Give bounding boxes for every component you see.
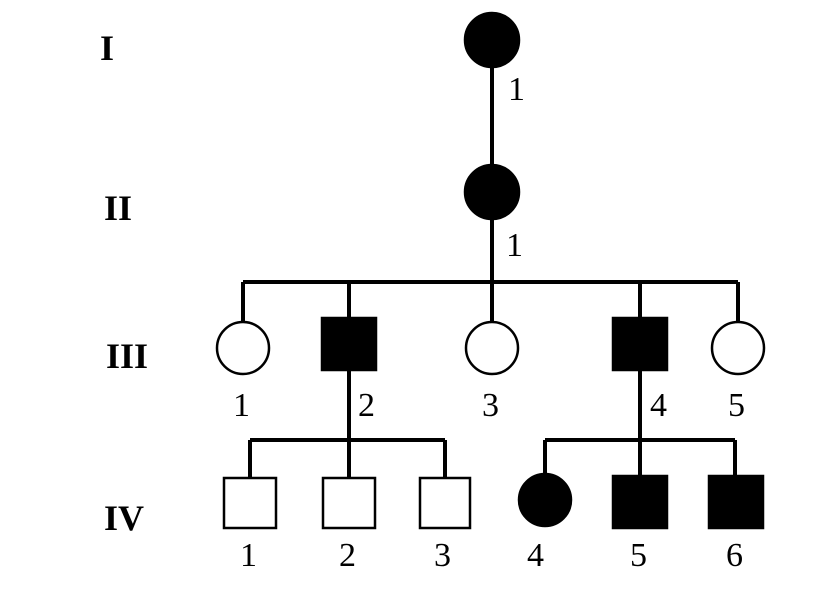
individual-III-1 [215, 320, 271, 376]
individual-numbers: 1 1 1 2 3 4 5 1 2 3 4 5 6 [233, 71, 745, 574]
number-IV-1: 1 [240, 537, 257, 574]
generation-label-II: II [104, 188, 132, 228]
individual-I-1 [463, 11, 521, 69]
number-IV-6: 6 [726, 537, 743, 574]
individual-IV-1 [222, 476, 278, 530]
number-IV-2: 2 [339, 537, 356, 574]
individual-IV-5 [611, 474, 669, 530]
number-I-1: 1 [508, 71, 525, 108]
number-II-1: 1 [506, 227, 523, 264]
individuals [215, 11, 766, 530]
individual-II-1 [463, 163, 521, 221]
generation-label-I: I [100, 28, 114, 68]
number-III-3: 3 [482, 387, 499, 424]
individual-IV-4 [517, 472, 573, 528]
number-IV-3: 3 [434, 537, 451, 574]
individual-IV-6 [707, 474, 765, 530]
number-III-1: 1 [233, 387, 250, 424]
number-IV-4: 4 [527, 537, 544, 574]
generation-label-III: III [106, 336, 148, 376]
pedigree-lines [241, 64, 740, 478]
number-III-2: 2 [358, 387, 375, 424]
individual-IV-2 [321, 476, 377, 530]
generation-label-IV: IV [104, 498, 144, 538]
number-III-5: 5 [728, 387, 745, 424]
individual-III-5 [710, 320, 766, 376]
individual-III-4 [611, 316, 669, 372]
number-IV-5: 5 [630, 537, 647, 574]
number-III-4: 4 [650, 387, 667, 424]
individual-III-2 [320, 316, 378, 372]
individual-IV-3 [418, 476, 472, 530]
individual-III-3 [464, 320, 520, 376]
